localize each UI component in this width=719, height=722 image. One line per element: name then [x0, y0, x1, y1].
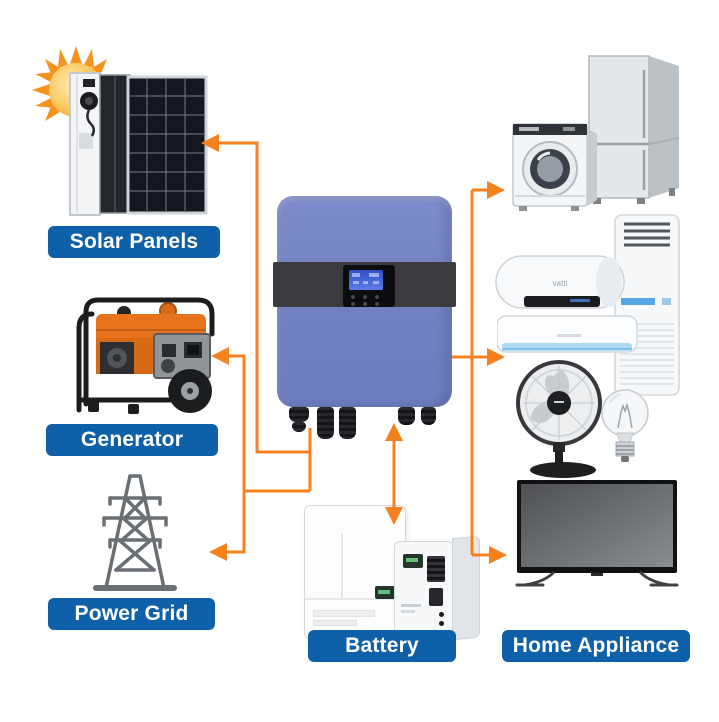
battery-label: Battery [308, 630, 456, 662]
inverter-cable-gland [398, 407, 415, 425]
inverter-cable-gland [317, 407, 334, 439]
arrow-to-washing-machine [487, 181, 505, 199]
line-inverter-to-solar [218, 141, 310, 454]
arrow-to-air-conditioner [487, 348, 505, 366]
inverter-display [343, 265, 395, 307]
water-heater-image: vatti [495, 255, 625, 309]
line-inverter-to-generator-grid [218, 354, 246, 554]
light-bulb-image [601, 389, 649, 462]
arrow-to-battery-down [385, 507, 403, 525]
water-heater-brand: vatti [553, 279, 568, 288]
table-fan-image [516, 360, 602, 478]
solar-panels-label: Solar Panels [48, 226, 220, 258]
transmission-tower-icon [93, 474, 177, 591]
arrow-to-generator [211, 347, 229, 365]
inverter-cable-gland [292, 422, 306, 432]
inverter-cable-gland [339, 407, 356, 439]
television-image [515, 480, 679, 587]
arrow-to-tv [489, 546, 507, 564]
inverter-cable-gland [289, 407, 309, 422]
inverter-cable-gland [421, 407, 436, 425]
portable-generator-image [76, 297, 215, 414]
refrigerator-image [588, 55, 680, 204]
power-grid-label: Power Grid [48, 598, 215, 630]
battery-unit-large [304, 505, 406, 639]
home-appliance-label: Home Appliance [502, 630, 690, 662]
inverter-buttons [351, 295, 355, 299]
arrow-to-inverter-up [385, 423, 403, 441]
battery-unit-small [394, 541, 454, 641]
hybrid-inverter-image [273, 196, 456, 448]
inverter-lcd-screen [349, 270, 383, 290]
arrow-to-solar-panels [201, 134, 219, 152]
generator-label: Generator [46, 424, 218, 456]
wall-battery-units-image [302, 503, 482, 643]
arrow-to-power-grid [209, 543, 227, 561]
solar-panels-image [69, 72, 208, 216]
washing-machine-image [512, 123, 597, 211]
wall-air-conditioner-image [497, 315, 638, 353]
